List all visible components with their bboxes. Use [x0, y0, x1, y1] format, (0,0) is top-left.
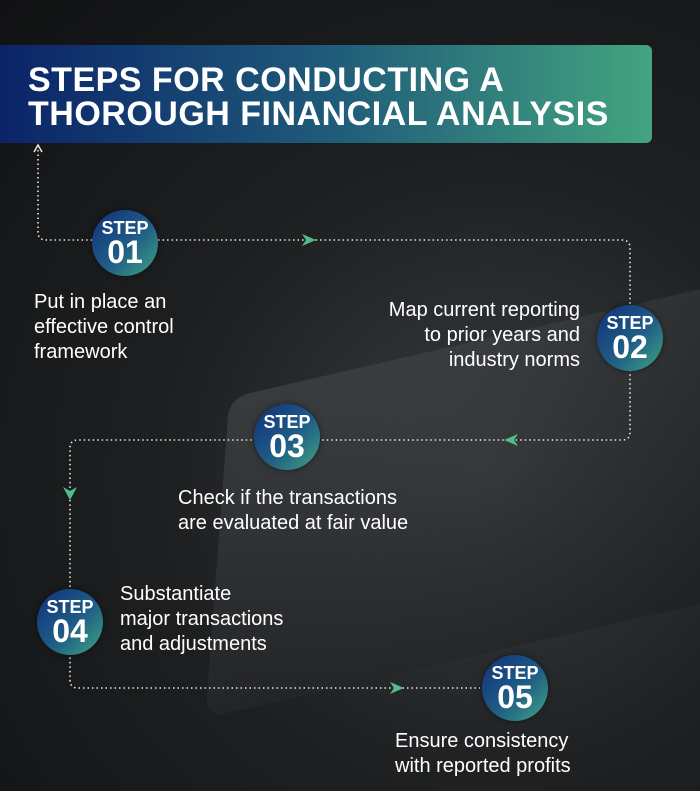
- text-line: framework: [34, 341, 128, 363]
- arrow-up-icon: [33, 143, 43, 153]
- title-banner: STEPS FOR CONDUCTING A THOROUGH FINANCIA…: [0, 45, 652, 143]
- step-number: 02: [612, 329, 648, 365]
- arrow-right-icon: [302, 234, 316, 246]
- text-line: Substantiate: [120, 583, 232, 605]
- step-04-badge: STEP 04: [37, 589, 103, 655]
- step-number: 05: [497, 679, 533, 715]
- step-03-badge: STEP 03: [254, 404, 320, 470]
- step-label: STEP: [606, 313, 654, 333]
- step-01-badge: STEP 01: [92, 210, 158, 276]
- step-label: STEP: [491, 663, 539, 683]
- text-line: Map current reporting: [388, 299, 580, 321]
- arrow-right-icon: [390, 682, 404, 694]
- text-line: with reported profits: [395, 755, 571, 777]
- text-line: are evaluated at fair value: [178, 512, 409, 534]
- title-line-1: STEPS FOR CONDUCTING A: [28, 61, 505, 99]
- arrow-down-icon: [63, 487, 77, 500]
- text-line: and adjustments: [120, 633, 267, 655]
- text-line: to prior years and: [424, 324, 580, 346]
- step-02-text: Map current reporting to prior years and…: [389, 298, 580, 373]
- step-label: STEP: [46, 597, 94, 617]
- text-line: effective control: [34, 316, 174, 338]
- title-line-2: THOROUGH FINANCIAL ANALYSIS: [28, 95, 609, 133]
- step-05-text: Ensure consistency with reported profits: [395, 729, 571, 779]
- step-05-badge: STEP 05: [482, 655, 548, 721]
- step-label: STEP: [263, 412, 311, 432]
- step-02-badge: STEP 02: [597, 305, 663, 371]
- step-number: 01: [107, 234, 143, 270]
- step-04-text: Substantiate major transactions and adju…: [120, 582, 283, 657]
- step-number: 03: [269, 428, 305, 464]
- text-line: Ensure consistency: [395, 730, 569, 752]
- text-line: major transactions: [120, 608, 284, 630]
- step-number: 04: [52, 613, 88, 649]
- text-line: Check if the transactions: [178, 487, 397, 509]
- text-line: Put in place an: [34, 291, 167, 313]
- step-label: STEP: [101, 218, 149, 238]
- text-line: industry norms: [448, 349, 580, 371]
- step-01-text: Put in place an effective control framew…: [34, 290, 174, 365]
- arrow-left-icon: [504, 434, 518, 446]
- step-03-text: Check if the transactions are evaluated …: [178, 486, 408, 536]
